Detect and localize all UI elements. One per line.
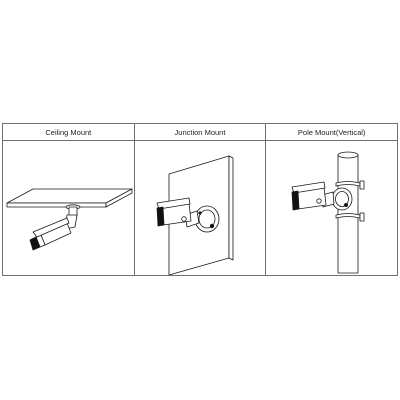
ceiling-mount-cell xyxy=(2,140,135,276)
table-illustration-row xyxy=(2,140,398,276)
pole-mount-cell xyxy=(265,140,398,276)
camera-lens xyxy=(156,206,165,227)
junction-mount-icon xyxy=(156,155,234,275)
camera-lens xyxy=(291,190,300,211)
junction-mount-header: Junction Mount xyxy=(133,123,267,141)
pole-mount-header: Pole Mount(Vertical) xyxy=(265,123,398,141)
ceiling-mount-header: Ceiling Mount xyxy=(2,123,135,141)
sun-shield xyxy=(291,181,326,194)
table-header-row: Ceiling Mount Junction Mount Pole Mount(… xyxy=(2,123,398,141)
sun-shield xyxy=(32,217,70,238)
ceiling-mount-icon xyxy=(6,188,133,251)
pole-top xyxy=(337,151,359,159)
sun-shield xyxy=(156,197,191,210)
junction-mount-cell xyxy=(133,140,267,276)
ceiling-slab-edge xyxy=(6,202,107,208)
pole-mount-icon xyxy=(291,151,365,274)
mount-options-table: Ceiling Mount Junction Mount Pole Mount(… xyxy=(2,123,398,276)
camera-lens xyxy=(29,236,41,251)
